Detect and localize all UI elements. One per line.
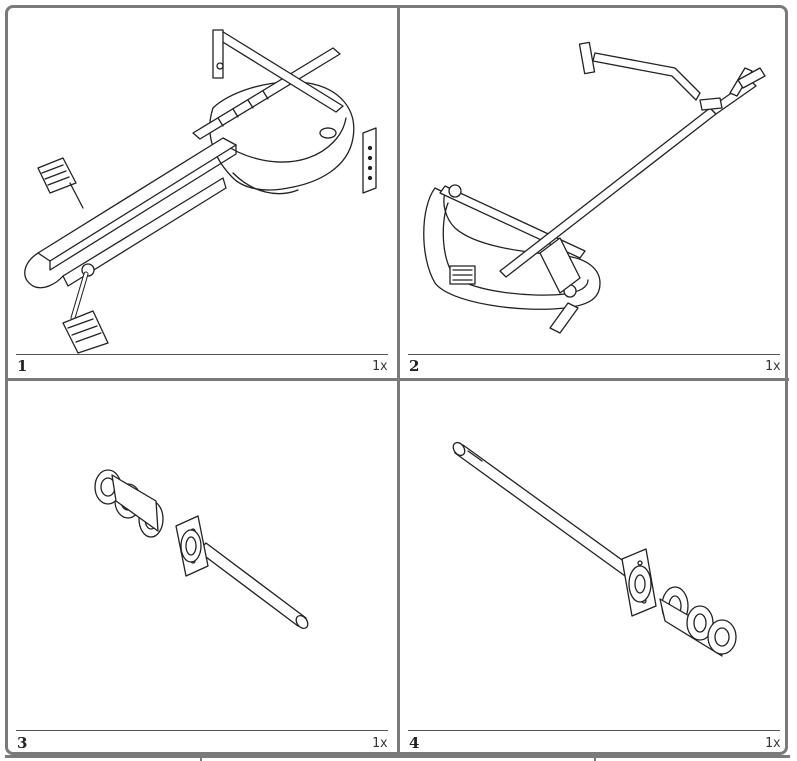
part-number: 2 <box>409 357 420 375</box>
panel-rule <box>16 354 388 355</box>
bottom-tick <box>200 757 202 761</box>
part-number: 3 <box>17 734 28 752</box>
handlebar-frame-illustration <box>423 41 766 334</box>
part-panel-3: 3 1x <box>8 381 397 755</box>
part-panel-4: 4 1x <box>400 381 788 755</box>
part-number: 1 <box>17 357 28 375</box>
bottom-border <box>5 755 790 758</box>
rower-frame-illustration <box>24 29 377 354</box>
panel-rule <box>408 354 780 355</box>
part-quantity: 1x <box>765 736 781 751</box>
axle-right-illustration <box>452 441 737 657</box>
part-quantity: 1x <box>372 736 388 751</box>
part-quantity: 1x <box>372 359 388 374</box>
panel-rule <box>408 730 780 731</box>
part-quantity: 1x <box>765 359 781 374</box>
panel-rule <box>16 730 388 731</box>
vertical-divider <box>397 5 400 757</box>
axle-left-illustration <box>94 469 309 629</box>
horizontal-divider <box>5 378 789 381</box>
bottom-tick <box>594 757 596 761</box>
part-panel-2: 2 1x <box>400 8 788 378</box>
part-panel-1: 1 1x <box>8 8 397 378</box>
part-number: 4 <box>409 734 420 752</box>
